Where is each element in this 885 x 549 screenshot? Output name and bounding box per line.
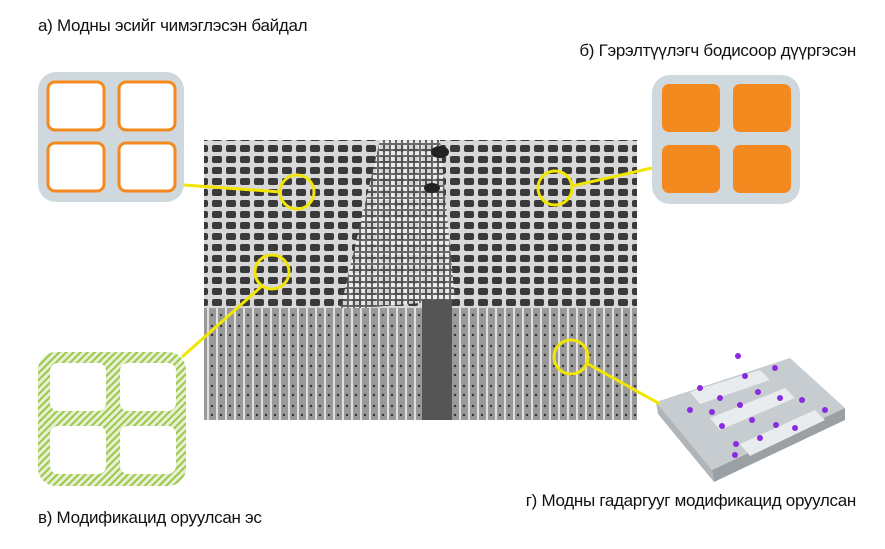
label-c: в) Модификацид оруулсан эс — [38, 508, 262, 527]
label-a: а) Модны эсийг чимэглэсэн байдал — [38, 16, 308, 35]
callout-circle-a — [278, 173, 316, 211]
panel-c-cells-modified — [38, 352, 186, 486]
panel-b-cells-filled — [652, 75, 800, 204]
callouts — [181, 166, 661, 406]
sem-micrograph — [204, 140, 637, 420]
callout-line-d — [587, 362, 661, 406]
callout-line-b — [571, 166, 653, 188]
panel-d-surface-modified — [656, 353, 845, 482]
label-b: б) Гэрэлтүүлэгч бодисоор дүүргэсэн — [579, 41, 856, 60]
callout-circle-d — [552, 338, 590, 376]
callout-line-a — [183, 183, 282, 194]
callout-circle-b — [536, 169, 574, 207]
callout-line-c — [181, 284, 263, 359]
label-d: г) Модны гадаргууг модификацид оруулсан — [525, 491, 857, 510]
callout-circle-c — [253, 253, 291, 291]
modifier-dots — [687, 353, 828, 458]
panel-a-cells-outlined — [38, 72, 184, 202]
